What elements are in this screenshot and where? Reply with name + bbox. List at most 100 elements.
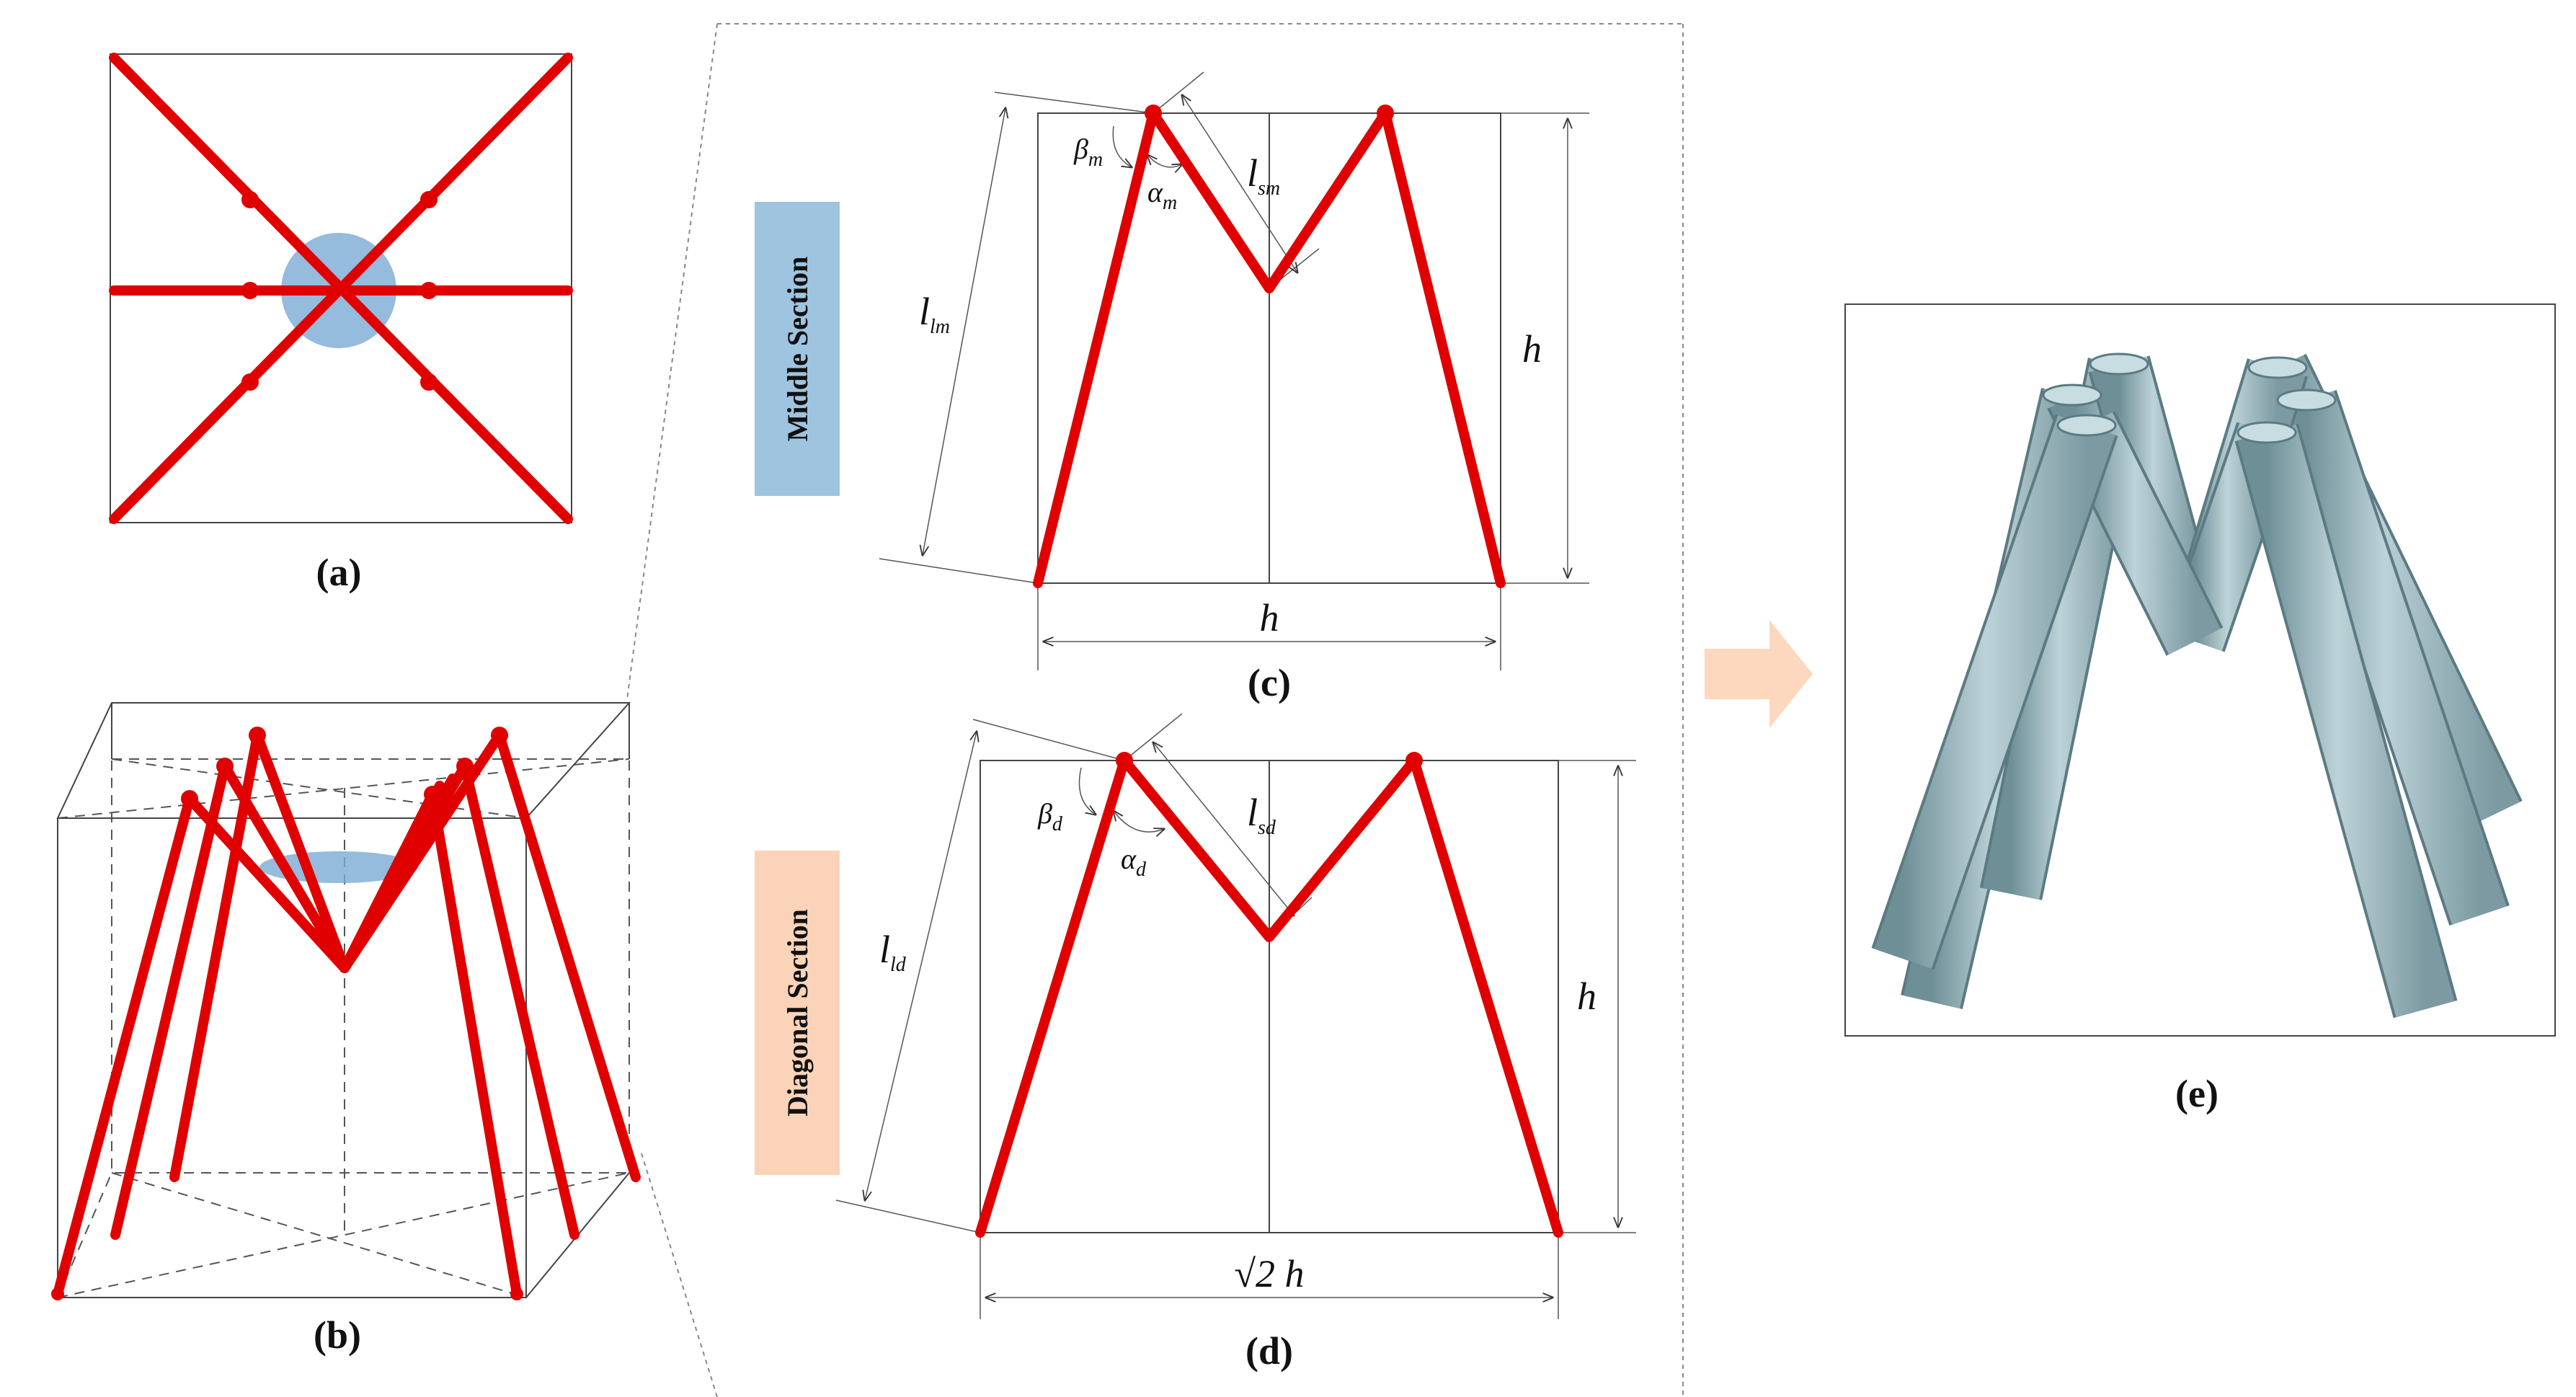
node: [420, 373, 438, 391]
rod-end-caps: [2042, 352, 2337, 444]
rod: [2279, 391, 2507, 925]
m-strut-profile: [1033, 108, 1506, 588]
m-strut-profile: [975, 755, 1563, 1238]
extension-line: [1152, 71, 1204, 114]
3d-struts: [53, 730, 641, 1299]
rod-end-cap: [2247, 356, 2308, 379]
h-vertical-label-d: h: [1577, 975, 1596, 1018]
section-tag-diagonal: [755, 851, 840, 1175]
node: [1377, 105, 1394, 122]
zoom-line: [641, 1153, 718, 1397]
extension-line: [879, 558, 1039, 584]
extension-line: [994, 92, 1154, 114]
node: [241, 191, 259, 208]
dimension-line-l-long: [865, 732, 977, 1200]
caption-d: (d): [1245, 1329, 1293, 1372]
node: [241, 373, 259, 391]
dimension-line-l-short: [1182, 95, 1297, 272]
top-view-nodes: [241, 191, 438, 391]
construction-lines: [879, 71, 1589, 670]
3d-nodes: [51, 727, 523, 1300]
l-symbol: l: [879, 928, 890, 971]
rod-end-cap: [2276, 389, 2337, 412]
hidden-edge: [57, 758, 630, 819]
section-nodes: [1116, 752, 1423, 769]
strut: [252, 730, 350, 973]
alpha-symbol: α: [1147, 176, 1163, 208]
rendered-struts: [1871, 353, 2523, 1019]
alpha-subscript: m: [1163, 192, 1177, 214]
top-face: [56, 702, 631, 819]
panel-e-rendered-model: (e): [1844, 303, 2556, 1115]
node: [249, 727, 266, 744]
l-subscript: ld: [890, 954, 907, 976]
extension-line: [835, 1199, 981, 1233]
zoom-frame: [626, 23, 1684, 1397]
l-long-m-label: llm: [919, 290, 950, 338]
section-tag-middle: [755, 202, 840, 496]
beta-d-label: βd: [1037, 797, 1063, 835]
dimension-line-l-long: [923, 108, 1005, 555]
l-short-m-label: lsm: [1247, 151, 1280, 200]
node: [424, 786, 441, 803]
beta-subscript: m: [1088, 148, 1103, 171]
l-subscript: lm: [930, 316, 950, 338]
node: [420, 191, 438, 208]
node: [1145, 105, 1162, 122]
panel-a-top-view: (a): [109, 53, 573, 594]
strut: [339, 773, 458, 973]
dimension-line-l-short: [1153, 742, 1294, 915]
l-symbol: l: [1247, 151, 1258, 195]
strut: [494, 730, 641, 1182]
l-symbol: l: [919, 290, 930, 333]
angle-arc-beta: [1112, 125, 1132, 167]
node: [1116, 752, 1133, 769]
rod-end-cap: [2089, 352, 2149, 376]
beta-symbol: β: [1073, 133, 1088, 165]
rod: [1874, 415, 2115, 969]
node: [420, 282, 438, 299]
caption-e: (e): [2175, 1072, 2219, 1115]
l-long-d-label: lld: [879, 928, 907, 976]
strut: [427, 789, 522, 1299]
hidden-edge: [111, 1172, 527, 1298]
panel-b-3d-view: (b): [51, 702, 641, 1357]
h-width-label-c: h: [1260, 596, 1279, 639]
top-view-struts: [109, 53, 573, 524]
node: [510, 1287, 523, 1300]
node: [456, 758, 474, 775]
l-short-d-label: lsd: [1247, 791, 1276, 839]
alpha-d-label: αd: [1121, 843, 1147, 881]
alpha-symbol: α: [1121, 843, 1137, 875]
angle-arc-alpha: [1147, 155, 1182, 167]
node: [216, 758, 234, 775]
node: [491, 727, 508, 744]
section-label-middle: Middle Section: [781, 257, 814, 442]
l-symbol: l: [1247, 791, 1258, 834]
beta-symbol: β: [1037, 797, 1052, 830]
construction-lines: [835, 713, 1636, 1319]
extension-line: [972, 719, 1125, 761]
width-label-d: √2 h: [1234, 1252, 1304, 1295]
node: [241, 282, 259, 299]
node: [181, 790, 198, 807]
alpha-m-label: αm: [1147, 176, 1177, 214]
strut: [53, 794, 195, 1299]
zoom-line: [626, 23, 718, 700]
h-vertical-label-c: h: [1522, 327, 1542, 371]
strut: [110, 761, 230, 1240]
transition-arrow-icon: [1705, 620, 1813, 728]
rod-end-cap: [2042, 383, 2102, 407]
alpha-subscript: d: [1136, 859, 1147, 881]
rod-end-cap: [2056, 414, 2117, 437]
l-subscript: sd: [1258, 817, 1276, 839]
beta-subscript: d: [1052, 813, 1063, 835]
rod-end-cap: [2237, 421, 2297, 444]
hidden-edge: [57, 1172, 630, 1298]
caption-a: (a): [316, 551, 362, 594]
angle-arc-alpha: [1114, 811, 1164, 832]
section-label-diagonal: Diagonal Section: [781, 909, 814, 1117]
rod: [2237, 424, 2455, 1018]
node: [1405, 752, 1423, 769]
